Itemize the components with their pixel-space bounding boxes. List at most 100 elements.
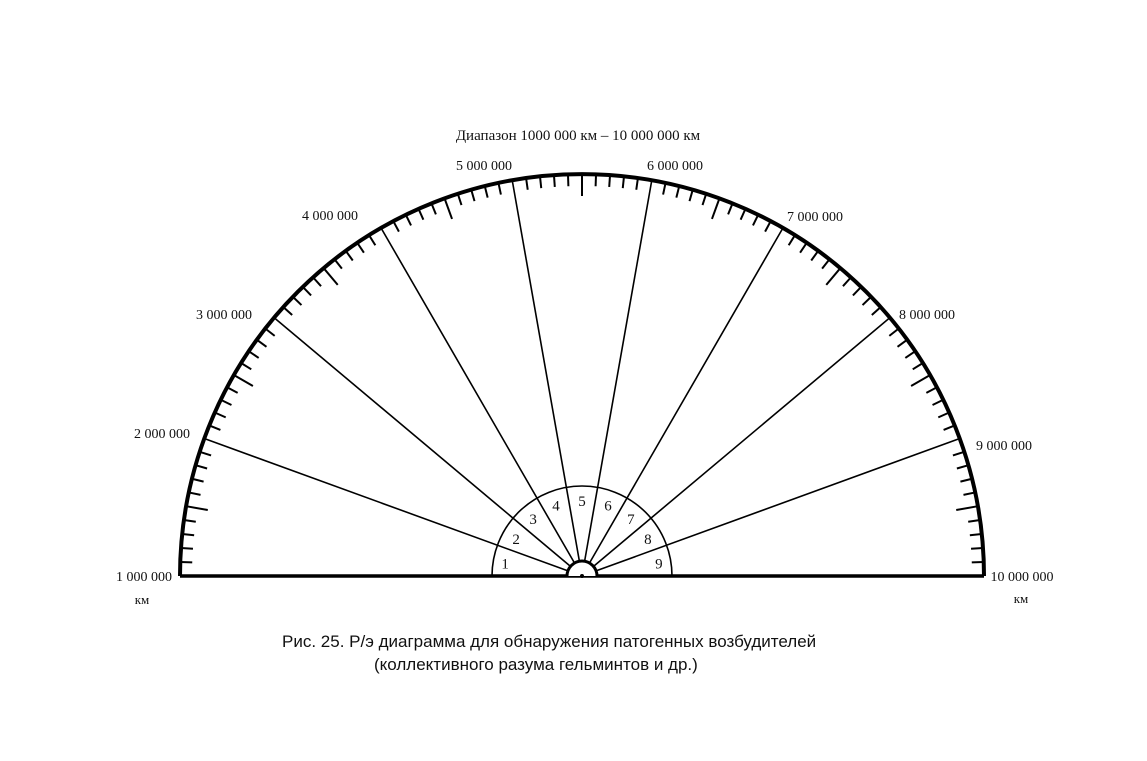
scale-tick: [191, 477, 204, 483]
scale-tick: [256, 338, 268, 348]
sector-number: 3: [529, 512, 537, 528]
scale-tick: [960, 477, 973, 483]
scale-tick: [368, 234, 377, 246]
scale-tick: [727, 202, 734, 215]
scale-tick: [538, 176, 543, 189]
scale-tick: [214, 411, 227, 419]
scale-tick: [443, 197, 453, 220]
scale-tick: [188, 491, 201, 496]
scale-label: 10 000 000: [991, 570, 1054, 585]
scale-tick: [608, 174, 612, 188]
center-dot: [580, 574, 584, 578]
scale-tick: [852, 286, 862, 297]
scale-label: 1 000 000: [116, 570, 172, 585]
scale-tick: [787, 234, 796, 246]
center-arc: [565, 559, 599, 577]
scale-tick: [240, 362, 252, 371]
scale-tick: [861, 296, 872, 306]
scale-tick: [739, 208, 747, 221]
inner-arc: [491, 485, 673, 577]
scale-tick: [956, 464, 969, 470]
scale-tick: [925, 386, 938, 394]
scale-tick: [752, 214, 760, 226]
scale-tick: [417, 208, 425, 221]
spoke-line: [273, 316, 571, 567]
spoke-line: [593, 316, 891, 567]
scale-tick: [968, 519, 981, 523]
scale-tick: [322, 267, 339, 286]
scale-tick: [764, 220, 772, 233]
scale-tick: [208, 424, 221, 431]
scale-tick: [943, 424, 956, 431]
scale-tick: [183, 519, 196, 523]
unit-label: км: [1014, 591, 1029, 606]
scale-tick: [180, 546, 194, 550]
scale-tick: [497, 182, 502, 195]
scale-tick: [430, 202, 437, 215]
spoke-line: [380, 227, 575, 563]
sector-number: 2: [512, 532, 520, 548]
scale-label: 6 000 000: [647, 159, 703, 174]
scale-tick: [552, 174, 556, 188]
scale-tick: [675, 185, 681, 198]
scale-tick: [701, 193, 708, 206]
scale-tick: [952, 450, 965, 457]
sector-number: 6: [604, 499, 612, 515]
scale-tick: [220, 398, 232, 406]
scale-tick: [182, 532, 195, 537]
scale-tick: [470, 189, 476, 202]
scale-tick: [969, 532, 982, 537]
scale-tick: [810, 250, 820, 262]
scale-tick: [483, 185, 489, 198]
scale-tick: [302, 286, 312, 297]
scale-tick: [264, 327, 276, 337]
scale-tick: [333, 258, 343, 270]
scale-tick: [937, 411, 950, 419]
scale-tick: [711, 197, 721, 220]
spoke-line: [589, 227, 784, 563]
scale-tick: [896, 338, 908, 348]
scale-tick: [956, 505, 979, 511]
scale-tick: [525, 177, 529, 190]
scale-tick: [963, 491, 976, 496]
scale-tick: [871, 306, 882, 316]
spoke-line: [596, 437, 961, 572]
scale-tick: [932, 398, 944, 406]
outer-arc: [178, 172, 986, 577]
scale-tick: [292, 296, 303, 306]
scale-tick: [456, 193, 463, 206]
scale-tick: [888, 327, 900, 337]
scale-tick: [842, 276, 852, 287]
scale-tick: [904, 350, 916, 359]
scale-label: 4 000 000: [302, 209, 358, 224]
scale-label: 2 000 000: [134, 427, 190, 442]
scale-tick: [910, 374, 931, 387]
scale-tick: [312, 276, 322, 287]
scale-tick: [356, 242, 365, 254]
scale-tick: [404, 214, 412, 226]
unit-label: км: [135, 592, 150, 607]
scale-tick: [233, 374, 254, 387]
sector-number: 8: [644, 532, 652, 548]
scale-tick: [912, 362, 924, 371]
sector-number: 9: [655, 556, 663, 572]
scale-tick: [799, 242, 808, 254]
sector-number: 5: [578, 494, 586, 510]
scale-tick: [344, 250, 354, 262]
spoke-line: [583, 179, 653, 561]
diagram-title: Диапазон 1000 000 км – 10 000 000 км: [456, 128, 701, 144]
scale-tick: [248, 350, 260, 359]
scale-label: 7 000 000: [787, 210, 843, 225]
scale-tick: [825, 267, 842, 286]
scale-tick: [195, 464, 208, 470]
sector-number: 1: [501, 556, 509, 572]
scale-tick: [282, 306, 293, 316]
spoke-line: [511, 179, 581, 561]
caption-line-1: Рис. 25. Р/э диаграмма для обнаружения п…: [282, 632, 817, 651]
scale-tick: [970, 546, 984, 550]
scale-tick: [185, 505, 208, 511]
scale-tick: [392, 220, 400, 233]
scale-tick: [226, 386, 239, 394]
scale-tick: [199, 450, 212, 457]
